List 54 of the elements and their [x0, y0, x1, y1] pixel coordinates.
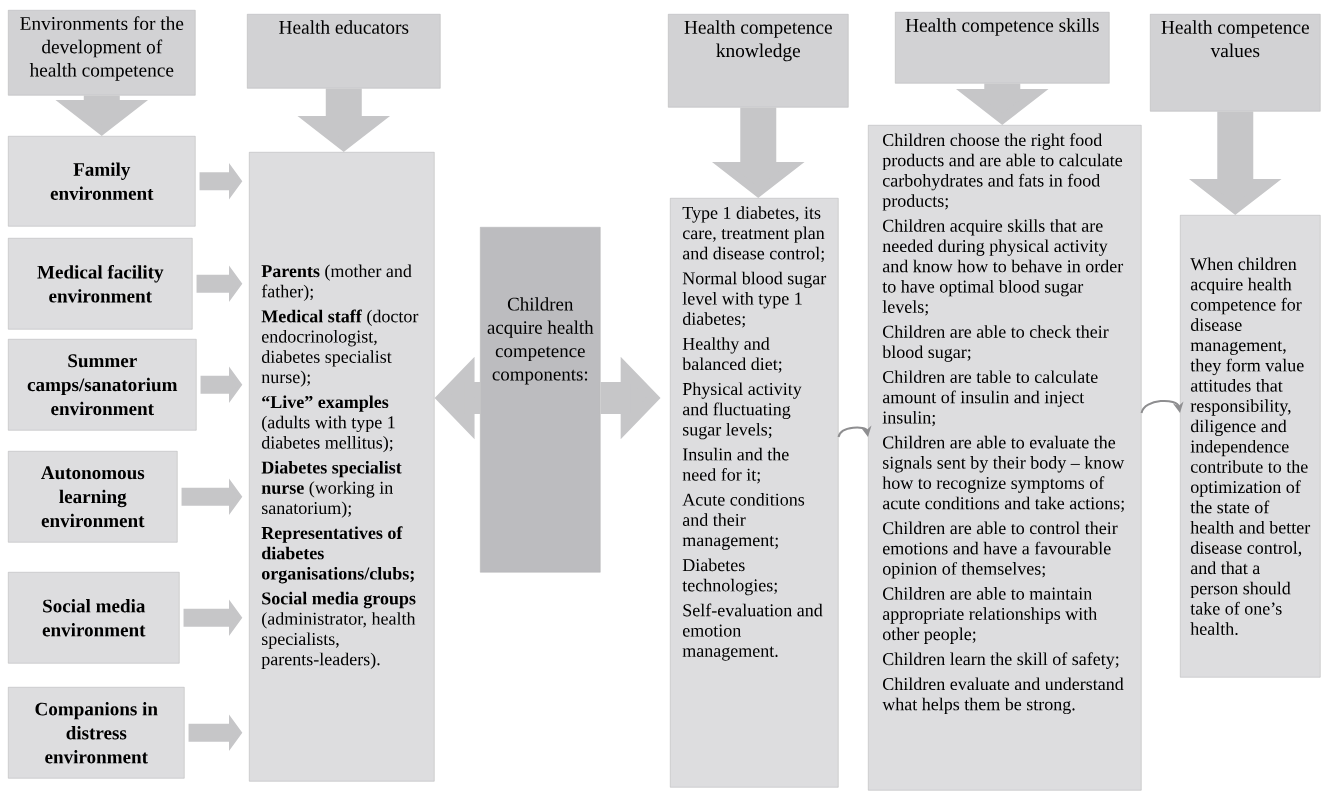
text-box	[868, 125, 1142, 791]
list-item: Diabetes specialist nurse (working in sanatorium);	[261, 460, 402, 518]
box-text: Social media environment	[42, 599, 146, 637]
list-item: Children are able to maintain appropriate relationships with other people;	[882, 587, 1097, 644]
header-box	[895, 12, 1110, 84]
box-text: Health educators	[279, 20, 409, 34]
box-text: When children acquire health competence for disease management, they form value attitudes that responsibility, diligence and independence contribute to the optimization of the state of health and better disease control, and that a person should take of one’s health.	[1190, 257, 1311, 636]
list-item: Acute conditions and their management;	[682, 493, 805, 550]
list-item: Children learn the skill of safety;	[883, 652, 1119, 669]
list-item: Children acquire skills that are needed during physical activity and know how to behave in order to have optimal blood sugar levels;	[882, 219, 1124, 316]
environment-box	[8, 339, 197, 431]
header-box	[1150, 14, 1321, 112]
list-item: Parents (mother and father);	[261, 264, 412, 302]
box-text: Family environment	[50, 162, 154, 200]
box-text: Companions in distress environment	[35, 702, 158, 764]
list-item: Diabetes technologies;	[682, 558, 777, 596]
environment-box	[8, 572, 180, 664]
environment-box	[8, 451, 178, 543]
text-box	[249, 152, 435, 782]
box-text: Environments for the development of health competence	[20, 16, 184, 81]
list-item: Normal blood sugar level with type 1 diabetes;	[682, 271, 827, 328]
list-item: Insulin and the need for it;	[682, 447, 789, 484]
header-box	[668, 14, 849, 108]
list-item: Children evaluate and understand what helps them be strong.	[882, 677, 1124, 715]
list-item: Children are table to calculate amount of insulin and inject insulin;	[882, 370, 1098, 427]
list-item: Children choose the right food products and are able to calculate carbohydrates and fats in food products;	[882, 133, 1123, 211]
box-text: Autonomous learning environment	[41, 466, 145, 528]
list-item: Type 1 diabetes, its care, treatment plan and disease control;	[682, 206, 825, 263]
list-item: Representatives of diabetes organisations/clubs;	[261, 526, 414, 584]
arrow	[837, 425, 872, 438]
text-box	[670, 198, 839, 788]
list-item: Children are able to evaluate the signals sent by their body – know how to recognize symptoms of acute conditions and take actions;	[882, 435, 1125, 512]
list-item: Self-evaluation and emotion management.	[682, 603, 823, 661]
environment-box	[8, 238, 193, 330]
arrow	[1140, 399, 1184, 414]
box-text: Medical facility environment	[37, 264, 164, 303]
box-text: Health competence values	[1161, 20, 1309, 58]
list-item: Physical activity and fluctuating sugar levels;	[682, 382, 802, 440]
list-item: Social media groups (administrator, health specialists, parents-leaders).	[261, 591, 416, 669]
callout-box	[480, 227, 601, 573]
environment-box	[8, 687, 185, 779]
header-box	[8, 10, 196, 96]
list-item: Children are able to check their blood sugar;	[882, 325, 1109, 362]
box-text: Children acquire health competence components:	[487, 297, 594, 385]
box-text: Health competence skills	[905, 18, 1099, 36]
environment-box	[8, 136, 196, 227]
list-item: Medical staff (doctor endocrinologist, diabetes specialist nurse);	[261, 309, 419, 387]
list-item: Children are able to control their emotions and have a favourable opinion of themselves;	[882, 521, 1118, 579]
box-text: Summer camps/sanatorium environment	[27, 354, 178, 416]
header-box	[247, 14, 441, 89]
list-item: Healthy and balanced diet;	[682, 337, 782, 373]
list-item: “Live” examples (adults with type 1 diabetes mellitus);	[261, 395, 395, 453]
box-text: Health competence knowledge	[684, 20, 832, 62]
text-box	[1180, 215, 1321, 678]
